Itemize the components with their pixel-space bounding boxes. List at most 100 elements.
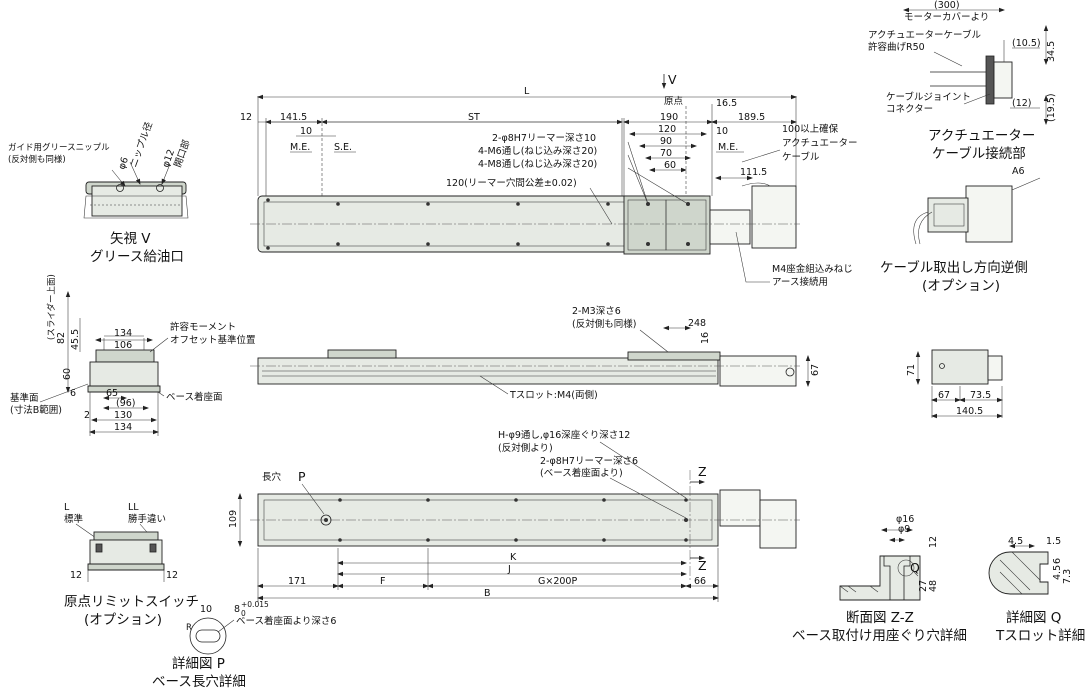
section-Q: Q — [910, 560, 920, 575]
bend-note-2: 許容曲げR50 — [868, 41, 925, 53]
section-Z-top: Z — [698, 464, 707, 479]
cable-label-1: アクチュエーター — [782, 138, 858, 149]
dim-67-right: 67 — [938, 390, 950, 401]
dim-130: 130 — [114, 410, 132, 421]
dim-24: 24 — [688, 318, 700, 329]
base-note: ベース着座面 — [166, 391, 223, 403]
nipple-diameter-label: ニップル径 — [128, 120, 156, 169]
grease-nipple-label-2: (反対側も同様) — [8, 154, 66, 165]
slider-top-note: (スライダー上面) — [46, 274, 57, 340]
dim-71: 71 — [906, 364, 917, 376]
dim-2-end: 2 — [84, 410, 90, 421]
moment-note-2: オフセット基準位置 — [170, 334, 256, 346]
motor-cover-note: モーターカバーより — [904, 12, 989, 23]
section-Z-bottom: Z — [698, 558, 707, 573]
m4-note-1: M4座金組込みねじ — [772, 263, 853, 275]
detail-p-title: 詳細図 P — [172, 656, 225, 672]
dim-10-me2: 10 — [716, 126, 728, 137]
dim-65: 65 — [106, 388, 118, 399]
detail-q: 4.5 1.5 6 4.5 7.3 詳細図 Q Tスロット詳細 — [988, 536, 1085, 644]
dim-189-5: 189.5 — [738, 112, 765, 123]
detail-p-depth: ベース着座面より深さ6 — [236, 615, 336, 627]
dim-B: B — [484, 588, 491, 599]
view-arrow-V: V — [668, 72, 677, 87]
section-z: φ16 φ9 12 27 48 Q 断面図 Z-Z ベース取付け用座ぐり穴詳細 — [792, 514, 967, 644]
limit-switch-view: L 標準 LL 勝手違い 12 12 原点リミットスイッチ (オプション) — [64, 502, 199, 628]
dim-F: F — [380, 576, 385, 587]
dim-190: 190 — [660, 112, 678, 123]
detail-p-d10: 10 — [200, 604, 212, 615]
dim-60-end: 60 — [62, 368, 73, 380]
m4-note-2: アース接続用 — [772, 276, 828, 288]
section-phi16: φ16 — [896, 514, 914, 525]
dim-19-5: (19.5) — [1046, 93, 1057, 122]
dim-L: L — [524, 86, 530, 97]
label-ME2: M.E. — [718, 142, 738, 153]
bottom-view: H-φ9通し,φ16深座ぐり深さ12 (反対側より) 2-φ8H7リーマー深さ6… — [228, 429, 800, 602]
cable-min-note: 100以上確保 — [782, 123, 839, 135]
m3-note-1: 2-M3深さ6 — [572, 306, 621, 317]
section-z-subtitle: ベース取付け用座ぐり穴詳細 — [792, 628, 967, 644]
dim-16-side: 16 — [700, 332, 711, 344]
a6-label: A6 — [1012, 166, 1025, 177]
label-ME: M.E. — [290, 142, 310, 153]
section-d12: 12 — [928, 536, 939, 548]
detail-p-tol: 8 — [234, 604, 240, 615]
q-d7-3: 7.3 — [1062, 569, 1073, 584]
reverse-subtitle: (オプション) — [922, 278, 1000, 294]
limit-subtitle: (オプション) — [84, 612, 162, 628]
tslot-note: Tスロット:M4(両側) — [509, 389, 598, 401]
dim-8-side: 8 — [700, 318, 706, 329]
detail-p-subtitle: ベース長穴詳細 — [152, 674, 246, 690]
dim-J: J — [507, 564, 511, 575]
section-z-title: 断面図 Z-Z — [846, 610, 914, 626]
dim-111-5: 111.5 — [740, 167, 767, 178]
dim-10-5: (10.5) — [1012, 38, 1041, 49]
grease-nipple-label-1: ガイド用グリースニップル — [8, 142, 110, 153]
label-P: P — [298, 469, 306, 484]
dim-134: 134 — [114, 328, 132, 339]
reamer-base-note-1: 2-φ8H7リーマー深さ6 — [540, 456, 638, 467]
pitch-note: 120(リーマー穴間公差±0.02) — [446, 177, 577, 189]
limit-LL: LL — [128, 502, 139, 513]
q-d1-5: 1.5 — [1046, 536, 1061, 547]
slot-label: 長穴 — [262, 471, 282, 483]
limit-d12: 12 — [70, 570, 82, 581]
dim-10-me: 10 — [300, 126, 312, 137]
dim-140-5: 140.5 — [956, 406, 983, 417]
joint-note-1: ケーブルジョイント — [886, 91, 971, 103]
limit-d12b: 12 — [166, 570, 178, 581]
dim-171: 171 — [288, 576, 306, 587]
dim-67-side: 67 — [810, 364, 821, 376]
dim-73-5: 73.5 — [970, 390, 991, 401]
section-phi9: φ9 — [898, 524, 910, 535]
arrow-view-v: ガイド用グリースニップル (反対側も同様) φ6 ニップル径 φ12 開口部 矢… — [8, 120, 193, 265]
limit-std: 標準 — [64, 513, 84, 525]
reamer-base-note-2: (ベース着座面より) — [540, 467, 623, 479]
dim-70: 70 — [660, 148, 672, 159]
holes-note-1: H-φ9通し,φ16深座ぐり深さ12 — [498, 429, 630, 441]
ref-note-2: (寸法B範囲) — [10, 404, 62, 416]
arrow-view-v-subtitle: グリース給油口 — [90, 249, 184, 265]
cable-conn-title: アクチュエーター — [928, 128, 1035, 144]
moment-note-1: 許容モーメント — [170, 321, 236, 333]
limit-L: L — [64, 502, 70, 513]
reverse-cable-view: A6 ケーブル取出し方向逆側 (オプション) — [880, 166, 1041, 294]
detail-p-R: R — [186, 623, 192, 633]
q-d4-5b: 4.5 — [1052, 565, 1063, 580]
dim-45-5: 45.5 — [70, 329, 81, 350]
dim-109: 109 — [228, 510, 239, 528]
dim-34-5: 34.5 — [1046, 41, 1057, 62]
cable-label-2: ケーブル — [782, 151, 820, 163]
end-view: 134 106 82 (スライダー上面) 45.5 60 6 2 65 (96)… — [10, 274, 256, 436]
dim-K: K — [510, 552, 517, 563]
bend-note-1: アクチュエーターケーブル — [868, 29, 981, 41]
dim-300: (300) — [934, 0, 960, 11]
m8-note: 4-M8通し(ねじ込み深さ20) — [478, 159, 597, 170]
dim-16-5: 16.5 — [716, 98, 737, 109]
dim-96: (96) — [116, 398, 136, 409]
detail-p-tol-up: +0.015 — [241, 600, 269, 609]
side-view: 2-M3深さ6 (反対側も同様) 24 8 16 67 Tスロット:M4(両側) — [250, 306, 821, 401]
arrow-view-v-title: 矢視 V — [110, 231, 151, 247]
